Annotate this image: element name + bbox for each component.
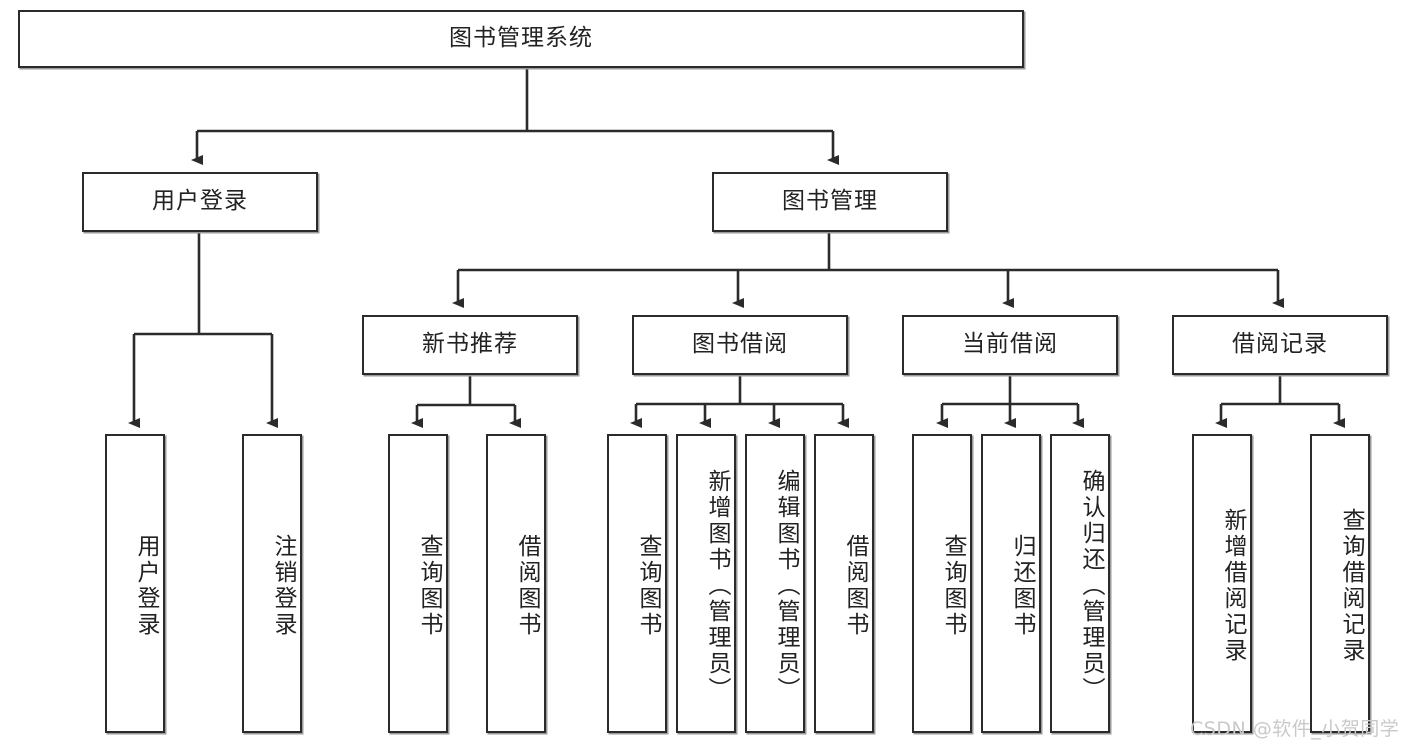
- leaf-logout[interactable]: 注销登录: [242, 434, 302, 733]
- node-label: 图书管理: [782, 188, 878, 215]
- node-label: 图书管理系统: [449, 25, 593, 52]
- node-label: 用户登录: [133, 533, 159, 638]
- leaf-borrow-book-new[interactable]: 借阅图书: [486, 434, 546, 733]
- leaf-borrow-book[interactable]: 借阅图书: [814, 434, 874, 733]
- leaf-confirm-return-admin[interactable]: 确认归还（管理员）: [1050, 434, 1110, 733]
- node-label: 确认归还（管理员）: [1078, 468, 1104, 703]
- node-label: 注销登录: [270, 533, 296, 638]
- node-label: 新书推荐: [422, 331, 518, 358]
- node-label: 当前借阅: [962, 331, 1058, 358]
- leaf-add-borrow-record[interactable]: 新增借阅记录: [1192, 434, 1252, 733]
- node-book-borrow[interactable]: 图书借阅: [632, 315, 848, 375]
- node-current-borrow[interactable]: 当前借阅: [902, 315, 1118, 375]
- leaf-query-book-new[interactable]: 查询图书: [388, 434, 448, 733]
- node-label: 归还图书: [1009, 533, 1035, 638]
- node-label: 借阅图书: [514, 533, 540, 638]
- node-label: 查询借阅记录: [1338, 507, 1364, 664]
- node-new-book-recommend[interactable]: 新书推荐: [362, 315, 578, 375]
- node-label: 借阅记录: [1232, 331, 1328, 358]
- node-label: 查询图书: [635, 533, 661, 638]
- node-label: 图书借阅: [692, 331, 788, 358]
- leaf-edit-book-admin[interactable]: 编辑图书（管理员）: [745, 434, 805, 733]
- leaf-query-borrow-record[interactable]: 查询借阅记录: [1310, 434, 1370, 733]
- node-label: 查询图书: [940, 533, 966, 638]
- node-root-system[interactable]: 图书管理系统: [18, 10, 1024, 68]
- node-label: 新增图书（管理员）: [704, 468, 730, 703]
- node-book-management[interactable]: 图书管理: [712, 172, 948, 232]
- node-label: 查询图书: [416, 533, 442, 638]
- leaf-return-book[interactable]: 归还图书: [981, 434, 1041, 733]
- node-user-login[interactable]: 用户登录: [82, 172, 318, 232]
- leaf-query-book-current[interactable]: 查询图书: [912, 434, 972, 733]
- node-label: 用户登录: [152, 188, 248, 215]
- node-borrow-records[interactable]: 借阅记录: [1172, 315, 1388, 375]
- leaf-add-book-admin[interactable]: 新增图书（管理员）: [676, 434, 736, 733]
- node-label: 新增借阅记录: [1220, 507, 1246, 664]
- leaf-query-book-borrow[interactable]: 查询图书: [607, 434, 667, 733]
- leaf-user-login[interactable]: 用户登录: [105, 434, 165, 733]
- csdn-watermark: CSDN @软件_小贺同学: [1190, 718, 1400, 740]
- node-label: 借阅图书: [842, 533, 868, 638]
- node-label: 编辑图书（管理员）: [773, 468, 799, 703]
